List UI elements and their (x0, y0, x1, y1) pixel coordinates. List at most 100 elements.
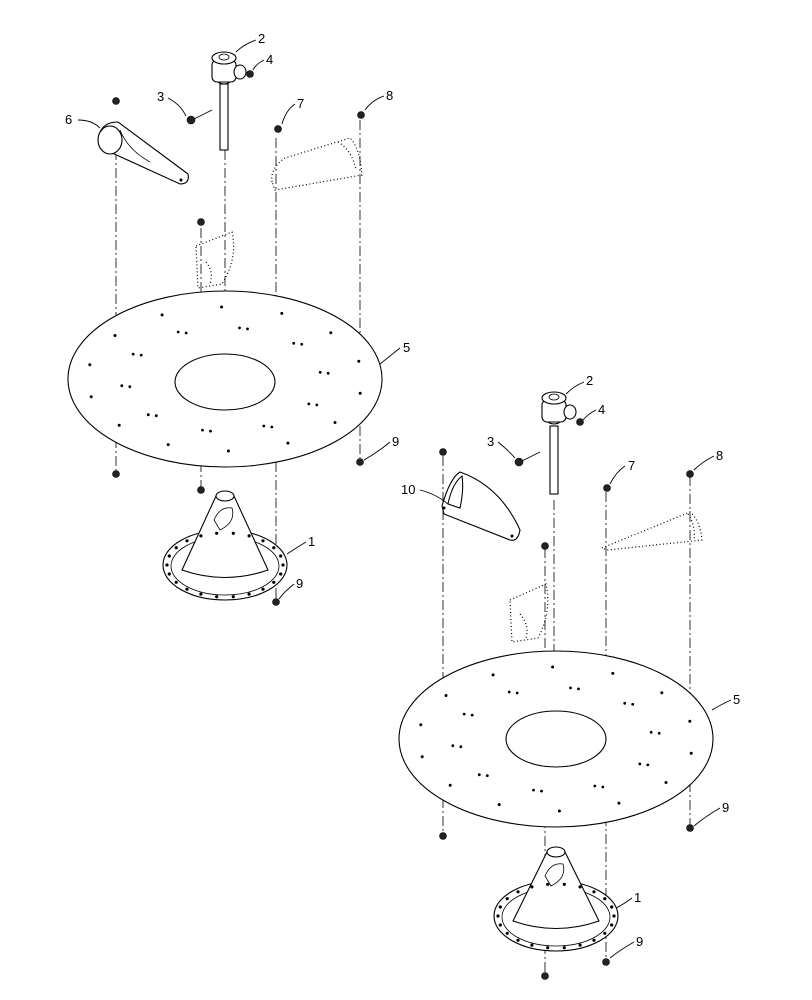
disk-hole (507, 690, 511, 694)
disk-hole (166, 443, 170, 447)
right-callout-8: 8 (716, 448, 723, 463)
cone-flange-hole (231, 531, 235, 535)
cone-flange-hole (498, 923, 502, 927)
disk-hole (593, 784, 597, 788)
right-bottom-bolt-a (439, 832, 447, 840)
right-bottom-bolt-9b (602, 958, 610, 966)
disk-hole (201, 428, 204, 432)
right-nut-part (576, 418, 584, 426)
cone-flange-hole (215, 531, 219, 535)
cone-flange-hole (505, 897, 509, 901)
disk-hole (238, 326, 241, 330)
disk-hole (448, 783, 452, 787)
cone-flange-hole (603, 931, 607, 935)
cone-flange-hole (165, 563, 169, 567)
cone-flange-hole (279, 572, 283, 576)
disk-hole (485, 774, 489, 778)
disk-hole (307, 402, 311, 406)
left-bottom-bolt-b (197, 486, 205, 494)
left-bottom-bolt-a (112, 470, 120, 478)
disk-hole (286, 441, 290, 445)
cone-flange-hole (496, 914, 500, 918)
left-callout-7: 7 (297, 96, 304, 111)
left-assembly: 2 4 3 6 7 8 5 9 1 9 (65, 31, 410, 606)
cone-flange-hole (578, 943, 582, 947)
cone-flange-hole (562, 946, 566, 950)
disk-hole (333, 421, 337, 424)
right-ghost-paddle (600, 511, 703, 551)
left-bottom-bolt-9b (272, 598, 280, 606)
left-nut-part (246, 70, 254, 78)
disk-hole (139, 353, 143, 357)
cone-flange-hole (530, 885, 534, 889)
left-disk-holes (88, 305, 362, 453)
disk-hole (470, 713, 474, 717)
cone-flange-hole (231, 595, 235, 599)
disk-hole (444, 694, 448, 697)
cone-flange-hole (610, 923, 614, 927)
cone-flange-hole (530, 943, 534, 947)
disk-hole (569, 686, 572, 690)
right-top-bolt-8 (686, 470, 694, 478)
cone-flange-hole (247, 592, 251, 596)
cone-flange-hole (578, 885, 582, 889)
right-callout-4: 4 (598, 402, 605, 417)
right-assembly: 2 4 3 10 7 8 5 9 1 9 (398, 373, 740, 980)
disk-hole (451, 744, 455, 748)
left-ghost-deflector (195, 231, 235, 289)
left-cone-part (162, 490, 288, 601)
cone-flange-hole (272, 580, 276, 584)
disk-hole (611, 671, 615, 675)
left-callout-9b: 9 (296, 576, 303, 591)
left-cone-holes (165, 531, 285, 599)
disk-hole (131, 352, 135, 356)
disk-hole (660, 691, 664, 695)
disk-hole (623, 701, 627, 705)
left-disk-part (67, 290, 383, 468)
cone-flange-hole (546, 946, 550, 950)
left-callout-3: 3 (157, 89, 164, 104)
disk-hole (631, 702, 635, 706)
disk-hole (315, 403, 319, 407)
cone-flange-hole (546, 882, 550, 886)
right-callout-1: 1 (634, 890, 641, 905)
left-callout-5: 5 (403, 340, 410, 355)
cone-flange-hole (272, 546, 276, 550)
right-callout-7: 7 (628, 458, 635, 473)
cone-flange-hole (612, 914, 616, 918)
cone-flange-hole (174, 546, 178, 550)
cone-flange-hole (185, 587, 189, 591)
disk-hole (326, 371, 330, 375)
right-top-bolt-7 (603, 484, 611, 492)
disk-hole (262, 424, 266, 428)
right-callout-2: 2 (586, 373, 593, 388)
disk-hole (638, 762, 642, 766)
disk-hole (220, 305, 224, 309)
left-top-bolt-7 (274, 125, 282, 133)
disk-hole (477, 773, 481, 777)
disk-hole (88, 363, 92, 367)
cone-flange-hole (505, 931, 509, 935)
right-ghost-deflector (509, 583, 549, 643)
disk-hole (146, 413, 150, 417)
cone-flange-hole (516, 938, 520, 942)
cone-flange-hole (174, 580, 178, 584)
right-callout-9a: 9 (722, 800, 729, 815)
left-top-bolt-8 (357, 111, 365, 119)
cone-flange-hole (498, 905, 502, 909)
left-mid-bolt (197, 218, 205, 226)
cone-flange-hole (167, 572, 171, 576)
disk-hole (270, 425, 274, 429)
disk-hole (209, 429, 212, 433)
left-top-bolt-a (112, 97, 120, 105)
right-cone-holes (496, 882, 616, 950)
disk-hole (89, 395, 93, 399)
disk-hole (551, 665, 555, 669)
disk-hole (557, 809, 561, 813)
disk-hole (617, 801, 621, 805)
left-shaft-part (211, 51, 247, 151)
disk-hole (532, 788, 535, 792)
right-callout-5: 5 (733, 692, 740, 707)
left-paddle-part (97, 121, 189, 185)
